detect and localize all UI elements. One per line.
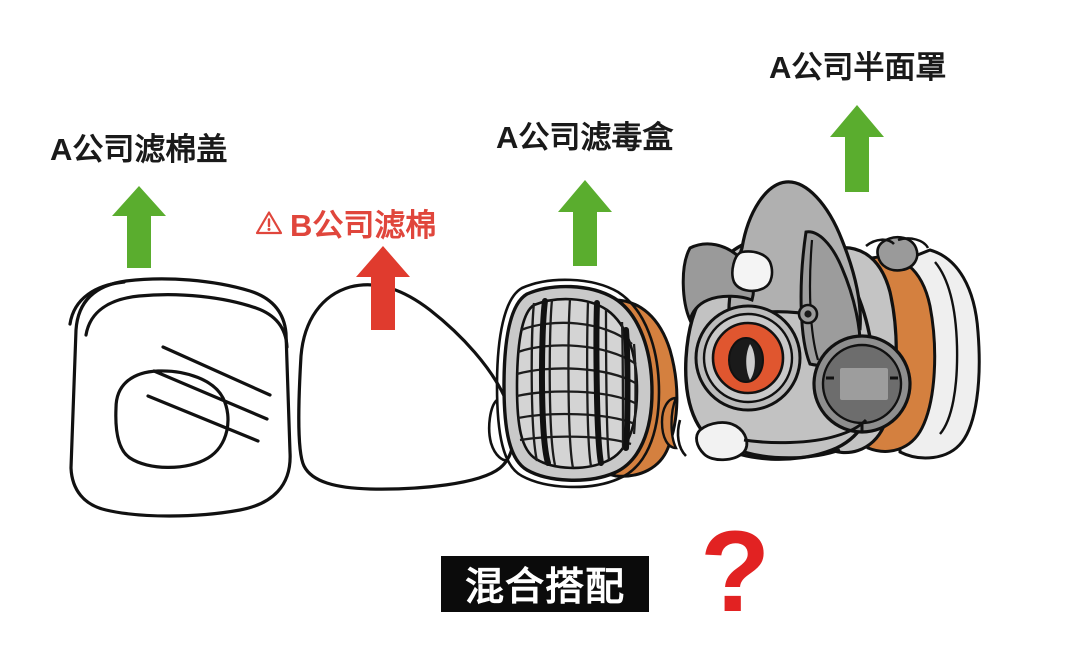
arrow-up-half-mask [830,105,884,192]
filter-cotton-shape [297,283,516,491]
label-filter-cover: A公司滤棉盖 [50,132,228,167]
label-filter-cartridge: A公司滤毒盒 [496,120,674,155]
label-half-mask: A公司半面罩 [769,50,947,85]
half-mask-shape [660,180,981,462]
filter-cartridge-shape [487,278,679,489]
mix-and-match-banner: 混合搭配 [441,556,649,612]
label-filter-cotton: B公司滤棉 [290,208,437,243]
arrow-up-filter-cartridge [558,180,612,266]
label-filter-cotton-row: B公司滤棉 [255,200,436,245]
question-mark: ? [700,508,771,636]
warning-triangle-icon [255,210,283,234]
filter-cover-shape [68,277,292,518]
arrow-up-filter-cover [112,186,166,268]
arrow-up-filter-cotton [356,246,410,330]
